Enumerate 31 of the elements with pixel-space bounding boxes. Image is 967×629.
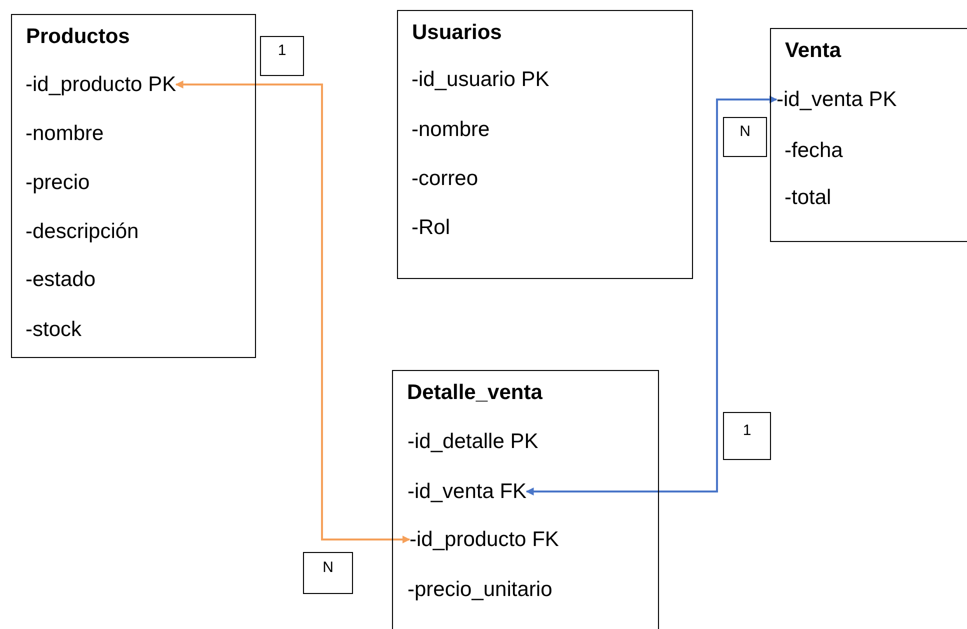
relationship-arrow [175, 80, 410, 544]
attribute-text: -id_detalle PK [408, 430, 538, 454]
attribute-text: -id_venta PK [776, 88, 897, 112]
attribute-text: -id_venta FK [408, 480, 527, 504]
attribute-text: -descripción [26, 220, 139, 244]
attribute-text: -Rol [412, 216, 450, 240]
attribute-text: -correo [412, 166, 478, 190]
entity-box [392, 370, 659, 629]
entity-title: Detalle_venta [407, 381, 542, 405]
attribute-text: -fecha [784, 138, 843, 162]
attribute-text: -precio_unitario [408, 578, 552, 602]
cardinality-label: 1 [723, 412, 771, 460]
relationship-arrow [526, 96, 778, 496]
cardinality-label: 1 [260, 36, 304, 76]
attribute-text: -nombre [26, 122, 104, 146]
entity-title: Productos [26, 25, 130, 49]
attribute-text: -id_producto FK [410, 528, 559, 552]
entity-box [397, 10, 693, 279]
entity-title: Venta [785, 39, 842, 63]
entity-title: Usuarios [412, 21, 502, 45]
attribute-text: -precio [26, 170, 90, 194]
cardinality-label: N [303, 552, 353, 594]
attribute-text: -total [784, 186, 832, 210]
entity-box [11, 14, 256, 358]
cardinality-label: N [723, 117, 767, 157]
entity-box [770, 28, 967, 242]
attribute-text: -id_producto PK [26, 72, 176, 96]
attribute-text: -id_usuario PK [412, 68, 550, 92]
attribute-text: -stock [26, 318, 82, 342]
attribute-text: -nombre [412, 118, 490, 142]
attribute-text: -estado [26, 268, 96, 292]
